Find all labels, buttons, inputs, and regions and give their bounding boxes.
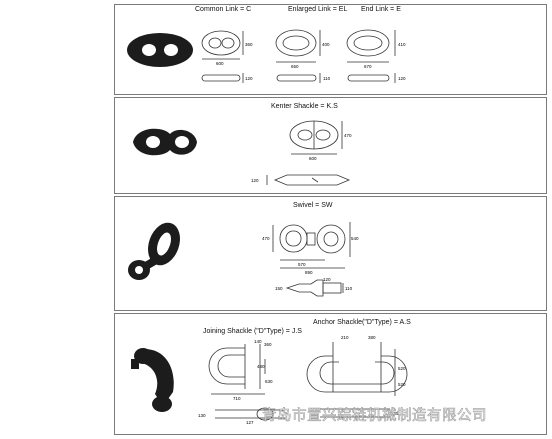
panel-common-links: Common Link = C Enlarged Link = EL End L… xyxy=(114,4,547,95)
dim-e-width: 410 xyxy=(398,42,406,47)
title-common-link: Common Link = C xyxy=(195,6,252,13)
d-shackle-photo xyxy=(131,348,174,412)
panel-4-drawings: 140 360 480 630 710 130 127 210 380 520 … xyxy=(131,335,408,425)
panel-swivel: Swivel = SW 470 540 570 xyxy=(114,196,547,311)
dim-ks-height: 470 xyxy=(344,133,352,138)
dim-ks-length: 600 xyxy=(309,156,317,161)
dim-ks-thickness: 120 xyxy=(251,178,259,183)
title-joining-shackle: Joining Shackle ("D"Type) = J.S xyxy=(203,328,302,335)
dim-sw-width: 540 xyxy=(351,236,359,241)
dim-sw-height: 470 xyxy=(262,236,270,241)
dim-el-width: 400 xyxy=(322,42,330,47)
dim-e-length: 670 xyxy=(364,64,372,69)
dim-sw-thickness: 110 xyxy=(345,286,353,291)
enlarged-link-front-drawing xyxy=(275,29,321,63)
dim-as-pin-dia: 125 xyxy=(391,411,399,416)
kenter-shackle-front-drawing xyxy=(289,120,343,155)
title-kenter-shackle: Kenter Shackle = K.S xyxy=(271,103,338,110)
dim-el-thickness: 110 xyxy=(323,76,331,81)
dim-sw-shank: 150 xyxy=(275,286,283,291)
swivel-front-drawing xyxy=(272,222,351,269)
end-link-side-drawing xyxy=(347,73,396,83)
panel-3-drawings: 470 540 570 890 120 110 150 xyxy=(128,222,359,297)
enlarged-link-side-drawing xyxy=(276,73,321,83)
dim-as-height: 520 xyxy=(398,382,406,387)
dim-e-thickness: 120 xyxy=(398,76,406,81)
anchor-shackle-front-drawing xyxy=(306,342,408,396)
swivel-photo xyxy=(128,222,180,280)
dim-js-pin: 140 xyxy=(254,339,262,344)
title-end-link: End Link = E xyxy=(361,6,401,13)
dim-js-length: 710 xyxy=(233,396,241,401)
panel-d-shackles: Joining Shackle ("D"Type) = J.S Anchor S… xyxy=(114,313,547,435)
kenter-shackle-side-drawing xyxy=(266,174,351,186)
joining-shackle-front-drawing xyxy=(208,344,266,395)
panel-2-drawings: 470 600 120 xyxy=(133,120,352,186)
end-link-front-drawing xyxy=(346,29,396,63)
dim-c-thickness: 120 xyxy=(245,76,253,81)
panel-kenter-shackle: Kenter Shackle = K.S 470 600 xyxy=(114,97,547,194)
dim-c-length: 600 xyxy=(216,61,224,66)
swivel-side-drawing xyxy=(285,279,344,297)
company-watermark: 青岛市置兴踪链机械制造有限公司 xyxy=(262,408,487,425)
common-link-side-drawing xyxy=(201,73,244,83)
dim-sw-inner-length: 570 xyxy=(298,262,306,267)
dim-sw-total-length: 890 xyxy=(305,270,313,275)
anchor-shackle-side-drawing xyxy=(320,408,390,418)
title-swivel: Swivel = SW xyxy=(293,202,333,209)
dim-js-inner: 480 xyxy=(257,364,265,369)
dim-js-width: 630 xyxy=(265,379,273,384)
dim-c-width: 360 xyxy=(245,42,253,47)
panel-1-drawings: 600 360 120 650 400 110 xyxy=(127,29,406,83)
kenter-shackle-photo xyxy=(133,128,197,156)
dim-js-pin-length: 130 xyxy=(198,413,206,418)
dim-as-head: 380 xyxy=(368,335,376,340)
joining-shackle-side-drawing xyxy=(215,407,285,421)
common-link-photo xyxy=(127,33,193,67)
dim-js-pin-dia: 127 xyxy=(246,420,254,425)
dim-as-width: 520 xyxy=(398,366,406,371)
dim-as-pin: 210 xyxy=(341,335,349,340)
title-anchor-shackle: Anchor Shackle("D"Type) = A.S xyxy=(313,319,411,326)
title-enlarged-link: Enlarged Link = EL xyxy=(288,6,348,13)
common-link-front-drawing xyxy=(201,30,244,60)
dim-el-length: 650 xyxy=(291,64,299,69)
dim-sw-pin-width: 120 xyxy=(323,277,331,282)
dim-js-head: 360 xyxy=(264,342,272,347)
